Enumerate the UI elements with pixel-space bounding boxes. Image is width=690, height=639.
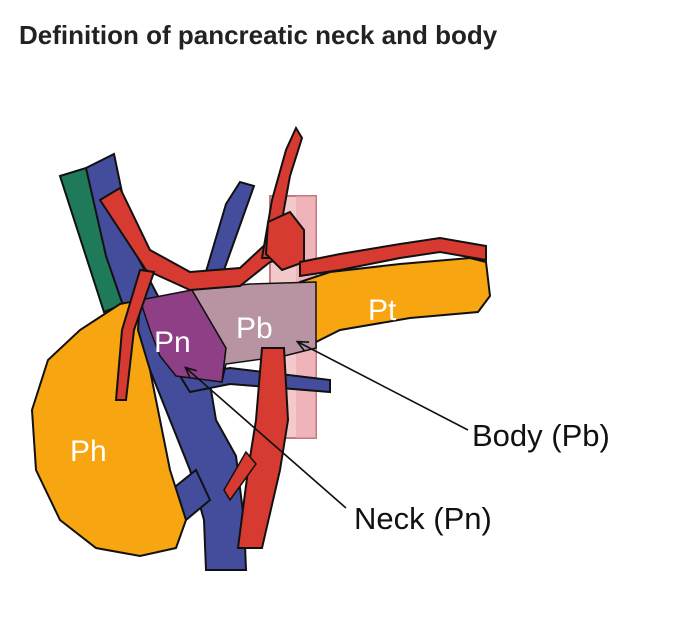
neck-leader-line (186, 368, 347, 509)
pancreas-tail (299, 256, 492, 352)
label-pn: Pn (154, 326, 191, 359)
label-pt: Pt (368, 294, 397, 327)
callout-body: Body (Pb) (472, 418, 610, 453)
splenic-artery (299, 236, 487, 278)
pancreas-head (30, 298, 188, 558)
callout-neck: Neck (Pn) (354, 501, 492, 536)
diagram-title: Definition of pancreatic neck and body (19, 20, 498, 50)
superior-mesenteric-artery (236, 347, 290, 549)
body-leader-line (298, 342, 469, 431)
gastroduodenal-artery (114, 268, 156, 401)
label-ph: Ph (70, 435, 107, 468)
label-pb: Pb (236, 312, 273, 345)
sma-branch (223, 450, 257, 502)
